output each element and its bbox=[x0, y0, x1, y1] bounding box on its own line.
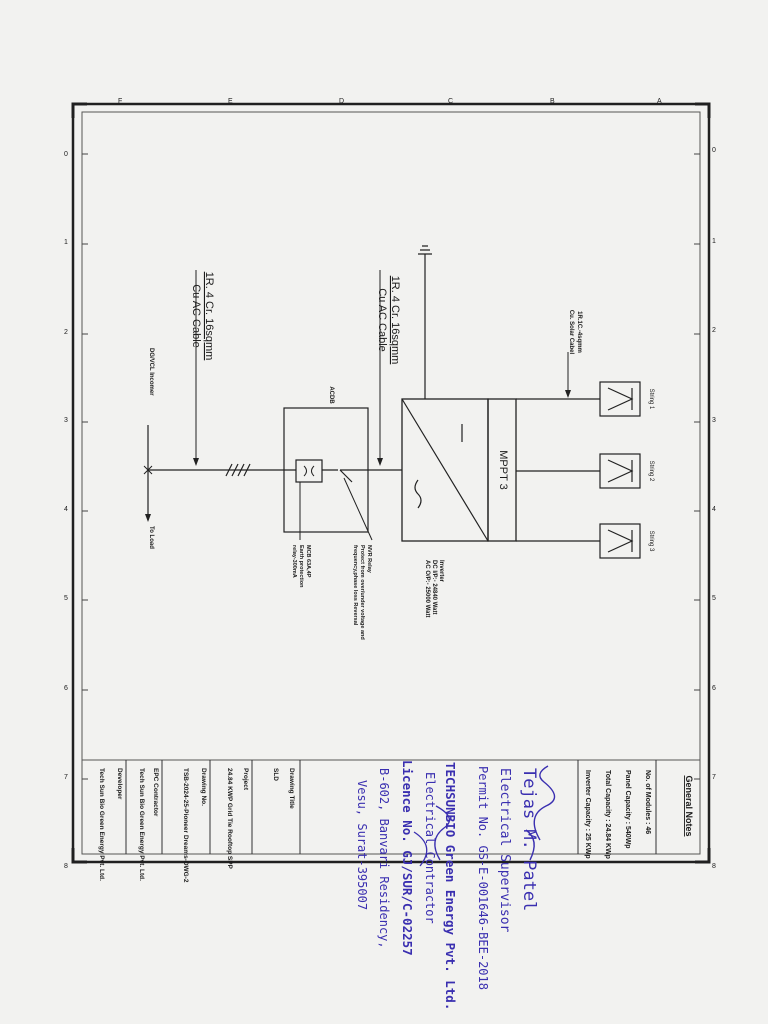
border-number: 0 bbox=[712, 147, 716, 154]
nvr-note: NVR Relay bbox=[366, 545, 372, 574]
border-number: 6 bbox=[712, 685, 716, 692]
border-number: 3 bbox=[64, 417, 68, 424]
string-label: String 2 bbox=[648, 461, 654, 482]
signature bbox=[525, 765, 556, 861]
project-name: 24.84 KWP Grid Tie Rooftop SPP bbox=[226, 768, 233, 870]
border-number: 6 bbox=[64, 685, 68, 692]
general-note: No. of Modules : 46 bbox=[644, 770, 651, 834]
outer-frame bbox=[71, 102, 711, 864]
stamp-licence: Licence No. GJ/SUR/C-02257 bbox=[400, 760, 415, 956]
stamp-address: Vesu, Surat-395007 bbox=[355, 780, 369, 910]
stamp-company: TECHSUNBIO Green Energy Pvt. Ltd. bbox=[443, 762, 458, 1010]
contractor-stamp: TECHSUNBIO Green Energy Pvt. Ltd. Electr… bbox=[355, 760, 458, 1010]
inner-frame bbox=[81, 111, 701, 855]
inverter-note: Inverter bbox=[438, 560, 444, 583]
border-number: 2 bbox=[712, 327, 716, 334]
drawing-no-label: Drawing No. bbox=[200, 768, 207, 806]
solar-cable-label: 1R.1C.-4sqmm bbox=[576, 311, 582, 353]
mcb-note: relay-300mA bbox=[291, 545, 297, 578]
to-load-label: To Load bbox=[148, 526, 154, 549]
drawing-title-label: Drawing Title bbox=[288, 768, 295, 809]
nvr-note: frequency,phase loss Reversal bbox=[352, 545, 358, 626]
border-letter: F bbox=[118, 98, 122, 105]
main-cable-label: 1R. 4 Cr. 16sqmm bbox=[203, 272, 215, 361]
earth-icon bbox=[418, 245, 432, 255]
border-number: 0 bbox=[64, 151, 68, 158]
border-letter: E bbox=[228, 98, 233, 105]
string-label: String 3 bbox=[648, 531, 654, 552]
border-number: 5 bbox=[712, 595, 716, 602]
border-letter: D bbox=[339, 98, 344, 105]
pv-string-1 bbox=[599, 381, 641, 417]
border-number: 7 bbox=[712, 774, 716, 781]
developer-label: Developer bbox=[116, 768, 123, 800]
stamp-permit: Permit No. GS-E-001646-BEE-2018 bbox=[476, 766, 490, 990]
border-number: 8 bbox=[64, 863, 68, 870]
developer-name: Tech Sun Bio Green Energy Pvt. Ltd. bbox=[98, 768, 105, 881]
general-note: Panel Capacity : 540Wp bbox=[624, 770, 631, 849]
border-number: 5 bbox=[64, 595, 68, 602]
border-number: 3 bbox=[712, 417, 716, 424]
title-block bbox=[125, 760, 657, 854]
border-letter: C bbox=[448, 98, 453, 105]
string-label: String 1 bbox=[648, 389, 654, 410]
dg-incomer-label: DG/VCL Incomer bbox=[148, 348, 154, 396]
border-number: 1 bbox=[64, 239, 68, 246]
nvr-note: Protect from over/under voltage and bbox=[359, 545, 365, 640]
general-notes-heading: General Notes bbox=[684, 775, 694, 836]
epc-label: EPC Contractor bbox=[152, 768, 159, 817]
general-note: Total Capacity : 24.84 KWp bbox=[604, 770, 611, 859]
inverter-note: AC O/P:- 25000 Watt bbox=[424, 560, 430, 617]
drawing-title: SLD bbox=[272, 768, 279, 781]
main-cable-type: Cu AC Cable bbox=[190, 284, 202, 348]
border-number: 7 bbox=[64, 774, 68, 781]
pv-string-2 bbox=[599, 453, 641, 489]
stamp-contractor-role: Electrical Contractor bbox=[423, 772, 437, 924]
border-number: 4 bbox=[712, 506, 716, 513]
ac-cable-label: 1R. 4 Cr. 16sqmm bbox=[389, 276, 401, 365]
pv-string-3 bbox=[599, 523, 641, 559]
mcb-symbol bbox=[295, 459, 323, 483]
drawing-no: TSB-2024-25-Pioneer Dreams-DWG-2 bbox=[182, 768, 189, 883]
acdb-label: ACDB bbox=[328, 386, 334, 404]
border-letter: B bbox=[550, 98, 555, 105]
border-number: 1 bbox=[712, 238, 716, 245]
stamp-name: Tejas M. Patel bbox=[519, 768, 539, 911]
project-label: Project bbox=[242, 768, 249, 791]
mppt-label: MPPT 3 bbox=[497, 450, 509, 490]
border-number: 2 bbox=[64, 329, 68, 336]
stamp-address: B-602, Banvari Residency, bbox=[377, 768, 391, 949]
border-letter: A bbox=[657, 98, 662, 105]
supervisor-stamp: Tejas M. Patel Electrical Supervisor Per… bbox=[476, 766, 539, 990]
border-number: 8 bbox=[712, 863, 716, 870]
general-note: Inverter Capacity : 25 KWp bbox=[584, 770, 591, 859]
mcb-note: MCB 63A,4P bbox=[305, 545, 311, 578]
mcb-note: Earth protection bbox=[298, 545, 304, 588]
stamp-role: Electrical Supervisor bbox=[497, 768, 512, 933]
border-number: 4 bbox=[64, 506, 68, 513]
inverter-note: DC I/P:- 24840 Watt bbox=[431, 560, 437, 614]
ac-cable-type: Cu AC Cable bbox=[376, 288, 388, 352]
epc-name: Tech Sun Bio Green Energy Pvt. Ltd. bbox=[138, 768, 145, 881]
solar-cable-type: Cu. Solar Cabel bbox=[568, 310, 574, 355]
